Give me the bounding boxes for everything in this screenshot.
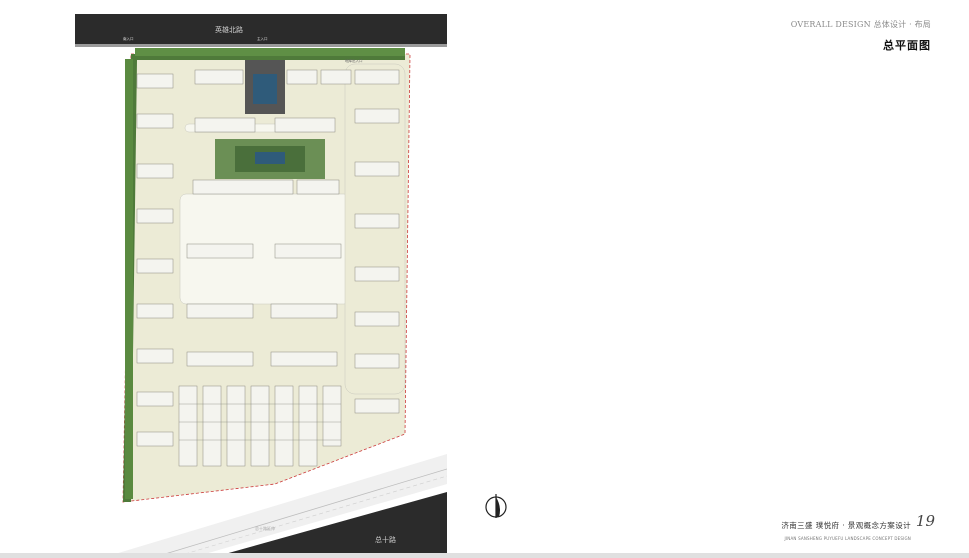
- bottom-road-label: 总十路: [375, 535, 396, 544]
- bottom-road: [225, 492, 447, 554]
- gate-label: 主入口: [257, 36, 268, 41]
- side-label: 地库出入口: [345, 58, 363, 63]
- footer-project: 济南三盛 璞悦府 · 景观概念方案设计 JINAN SANSHENG PUYUE…: [781, 515, 911, 541]
- footer-project-en: JINAN SANSHENG PUYUEFU LANDSCAPE CONCEPT…: [784, 536, 911, 541]
- bottom-border: [0, 553, 969, 558]
- north-arrow-icon: [485, 494, 507, 518]
- breadcrumb: OVERALL DESIGN 总体设计 · 布局: [790, 20, 931, 29]
- site-plan-panel: 英雄北路 总十路 总十路延伸 南入口 主入口 地库出入口: [75, 14, 447, 554]
- page-number: 19: [915, 512, 935, 530]
- top-road-label: 英雄北路: [215, 25, 243, 34]
- page-title: 总平面图: [883, 39, 931, 52]
- entrance-label: 南入口: [123, 36, 134, 41]
- top-road: [75, 14, 447, 44]
- site-plan-drawing: 英雄北路 总十路 总十路延伸 南入口 主入口 地库出入口: [75, 14, 447, 554]
- footer-project-cn: 济南三盛 璞悦府 · 景观概念方案设计: [781, 521, 911, 530]
- bottom-road-small-label: 总十路延伸: [255, 525, 275, 531]
